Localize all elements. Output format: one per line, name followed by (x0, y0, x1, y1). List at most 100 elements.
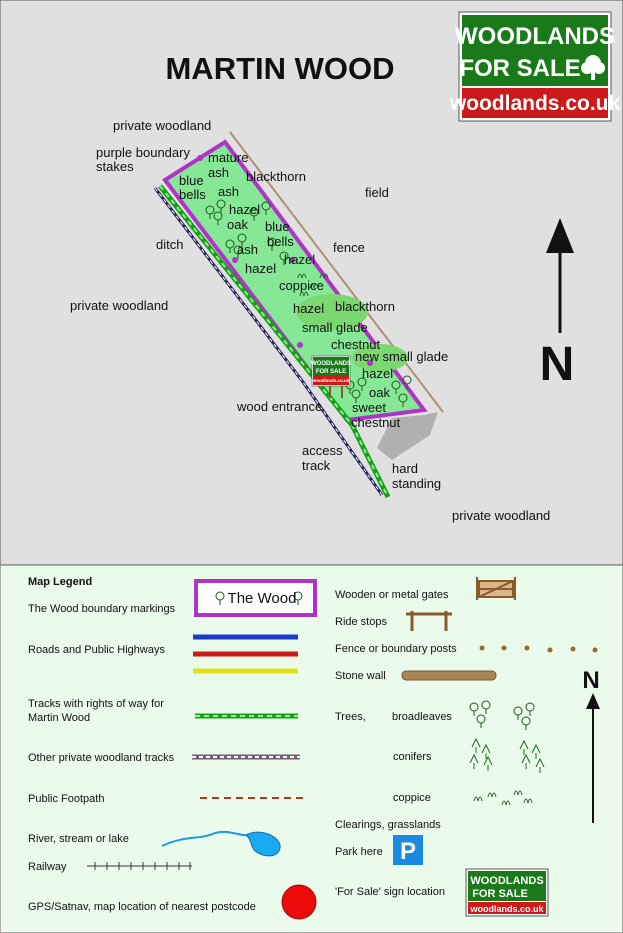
hard-standing-area (377, 412, 438, 460)
for-sale-sign: WOODLANDS FOR SALE woodlands.co.uk (311, 355, 351, 398)
map-label: hazel (229, 202, 260, 217)
map-legend: Map Legend The Wood boundary markings Ro… (0, 565, 623, 933)
legend-label-postcode: GPS/Satnav, map location of nearest post… (28, 901, 256, 913)
legend-label-ride-stops: Ride stops (335, 616, 387, 628)
map-label: field (365, 185, 389, 200)
park-symbol: P (400, 838, 416, 865)
map-label: bells (267, 234, 294, 249)
sign-line3: woodlands.co.uk (312, 378, 350, 383)
map-label: bells (179, 187, 206, 202)
legend-ride-stop-icon (406, 611, 452, 631)
sign-line1: WOODLANDS (311, 361, 351, 367)
private-track-line (153, 187, 384, 496)
legend-logo-line3: woodlands.co.uk (469, 904, 544, 914)
legend-north-label: N (582, 667, 599, 694)
legend-label-gates: Wooden or metal gates (335, 589, 449, 601)
logo-line1: WOODLANDS (455, 23, 615, 50)
broadleaf-tree-symbols (205, 199, 412, 407)
logo-line3: woodlands.co.uk (449, 92, 621, 115)
map-label: private woodland (113, 118, 211, 133)
legend-conifer-icon (469, 737, 545, 773)
legend-label-roads: Roads and Public Highways (28, 644, 165, 656)
north-arrow: N (540, 218, 575, 391)
legend-park-icon: P (393, 835, 423, 865)
small-glade (296, 294, 368, 330)
map-area: WOODLANDS FOR SALE woodlands.co.uk MARTI… (0, 0, 623, 565)
map-label: oak (227, 217, 248, 232)
legend-label-river: River, stream or lake (28, 833, 129, 845)
legend-wood-box: The Wood (194, 579, 317, 617)
legend-north-arrow: N (582, 667, 600, 823)
legend-sign-logo: WOODLANDS FOR SALE woodlands.co.uk (465, 868, 549, 917)
map-label: coppice (279, 278, 324, 293)
map-label: ash (218, 184, 239, 199)
legend-logo-line1: WOODLANDS (470, 875, 543, 887)
fence-line (229, 131, 444, 413)
map-labels: private woodland purple boundary stakes … (70, 118, 550, 523)
map-label: ash (208, 165, 229, 180)
map-title: MARTIN WOOD (165, 51, 394, 86)
map-label: new small glade (355, 349, 448, 364)
map-label: hard (392, 461, 418, 476)
legend-label-wood-boundary: The Wood boundary markings (28, 603, 176, 615)
legend-stone-wall-symbol (401, 670, 497, 681)
map-label: blue (179, 173, 204, 188)
map-label: fence (333, 240, 365, 255)
map-label: sweet (352, 400, 386, 415)
map-label: track (302, 458, 331, 473)
map-label: hazel (293, 301, 324, 316)
legend-label-fence-posts: Fence or boundary posts (335, 643, 457, 655)
logo-line2: FOR SALE (459, 55, 580, 82)
map-label: blackthorn (335, 299, 395, 314)
legend-roads-symbol (193, 634, 298, 674)
legend-label-private-tracks: Other private woodland tracks (28, 752, 175, 764)
legend-title: Map Legend (28, 576, 92, 588)
legend-coppice-icon (473, 790, 533, 806)
legend-label-tracks-rights: Tracks with rights of way for (28, 698, 164, 710)
legend-label-railway: Railway (28, 861, 67, 873)
woodlands-logo: WOODLANDS FOR SALE woodlands.co.uk (449, 11, 621, 122)
legend-right-labels: Wooden or metal gates Ride stops Fence o… (335, 589, 457, 898)
legend-label-coppice: coppice (393, 792, 431, 804)
map-label: mature (208, 150, 248, 165)
legend-label-tracks-rights-2: Martin Wood (28, 712, 90, 724)
map-label: oak (369, 385, 390, 400)
map-label: ash (237, 242, 258, 257)
map-label: hazel (245, 261, 276, 276)
map-label: small glade (302, 320, 368, 335)
sign-line2: FOR SALE (316, 369, 346, 375)
map-label: standing (392, 476, 441, 491)
legend-logo-line2: FOR SALE (472, 888, 528, 900)
legend-label-conifers: conifers (393, 751, 432, 763)
legend-label-stone-wall: Stone wall (335, 670, 386, 682)
legend-gate-icon (476, 577, 516, 600)
map-label: chestnut (351, 415, 401, 430)
legend-postcode-dot (281, 884, 317, 920)
map-label: hazel (362, 366, 393, 381)
legend-label-footpath: Public Footpath (28, 793, 104, 805)
map-label: wood entrance (236, 399, 322, 414)
coppice-symbols (297, 273, 329, 297)
legend-river-symbol (161, 830, 281, 857)
map-label: ditch (156, 237, 183, 252)
legend-label-park: Park here (335, 846, 383, 858)
legend-railway-symbol (87, 862, 192, 870)
north-label: N (540, 338, 575, 391)
legend-label-trees: Trees, (335, 711, 366, 723)
map-label: hazel (284, 252, 315, 267)
boundary-stakes (197, 155, 373, 366)
map-label: blue (265, 219, 290, 234)
legend-label-sign: 'For Sale' sign location (335, 886, 445, 898)
legend-broadleaf-icon (469, 700, 535, 730)
legend-wood-box-label: The Wood (228, 590, 297, 607)
map-label: access (302, 443, 343, 458)
map-label: blackthorn (246, 169, 306, 184)
legend-label-clearings: Clearings, grasslands (335, 819, 441, 831)
legend-fence-posts-symbol (479, 645, 598, 653)
map-label: purple boundary (96, 145, 190, 160)
map-label: chestnut (331, 337, 381, 352)
legend-label-broadleaves: broadleaves (392, 711, 452, 723)
legend-left-labels: The Wood boundary markings Roads and Pub… (28, 603, 256, 913)
map-label: private woodland (70, 298, 168, 313)
